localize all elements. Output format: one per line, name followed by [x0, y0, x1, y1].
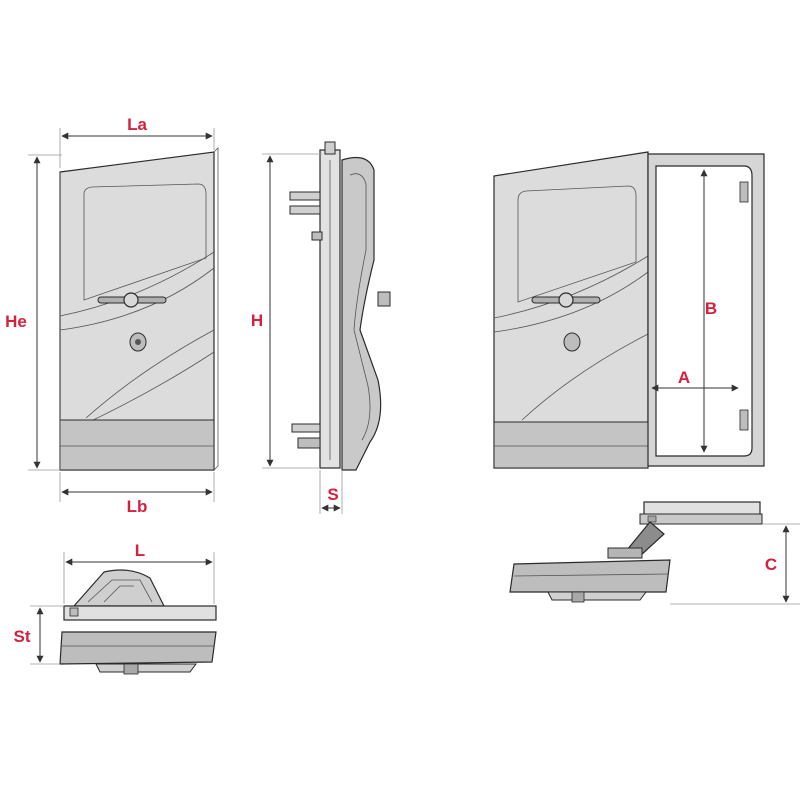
open-view: B A	[493, 151, 765, 469]
label-he: He	[5, 312, 27, 331]
top-view: L St	[14, 541, 217, 675]
label-b: B	[705, 299, 717, 318]
label-h: H	[251, 311, 263, 330]
label-l: L	[135, 541, 145, 560]
open-top-frame-bar	[639, 501, 763, 525]
front-view: La He Lb	[5, 115, 219, 516]
front-lock	[129, 332, 147, 352]
top-door-body	[59, 631, 217, 675]
label-st: St	[14, 627, 31, 646]
label-s: S	[327, 485, 338, 504]
top-hinge-arm	[72, 569, 165, 607]
side-view: H S	[251, 141, 391, 514]
label-c: C	[765, 555, 777, 574]
open-door-body	[493, 151, 649, 469]
side-upper-bracket	[289, 191, 323, 241]
label-lb: Lb	[127, 497, 148, 516]
side-door-panel	[341, 157, 382, 471]
top-frame-bar	[63, 605, 217, 621]
label-a: A	[678, 368, 690, 387]
side-latch	[377, 291, 391, 307]
front-door-body	[59, 147, 219, 471]
open-top-door-body	[509, 559, 671, 603]
open-top-view: C	[509, 501, 800, 605]
side-lower-bracket	[291, 423, 321, 449]
side-frame	[319, 141, 341, 469]
open-top-hinge-arm	[607, 521, 665, 559]
front-handle	[97, 292, 167, 308]
label-la: La	[127, 115, 147, 134]
